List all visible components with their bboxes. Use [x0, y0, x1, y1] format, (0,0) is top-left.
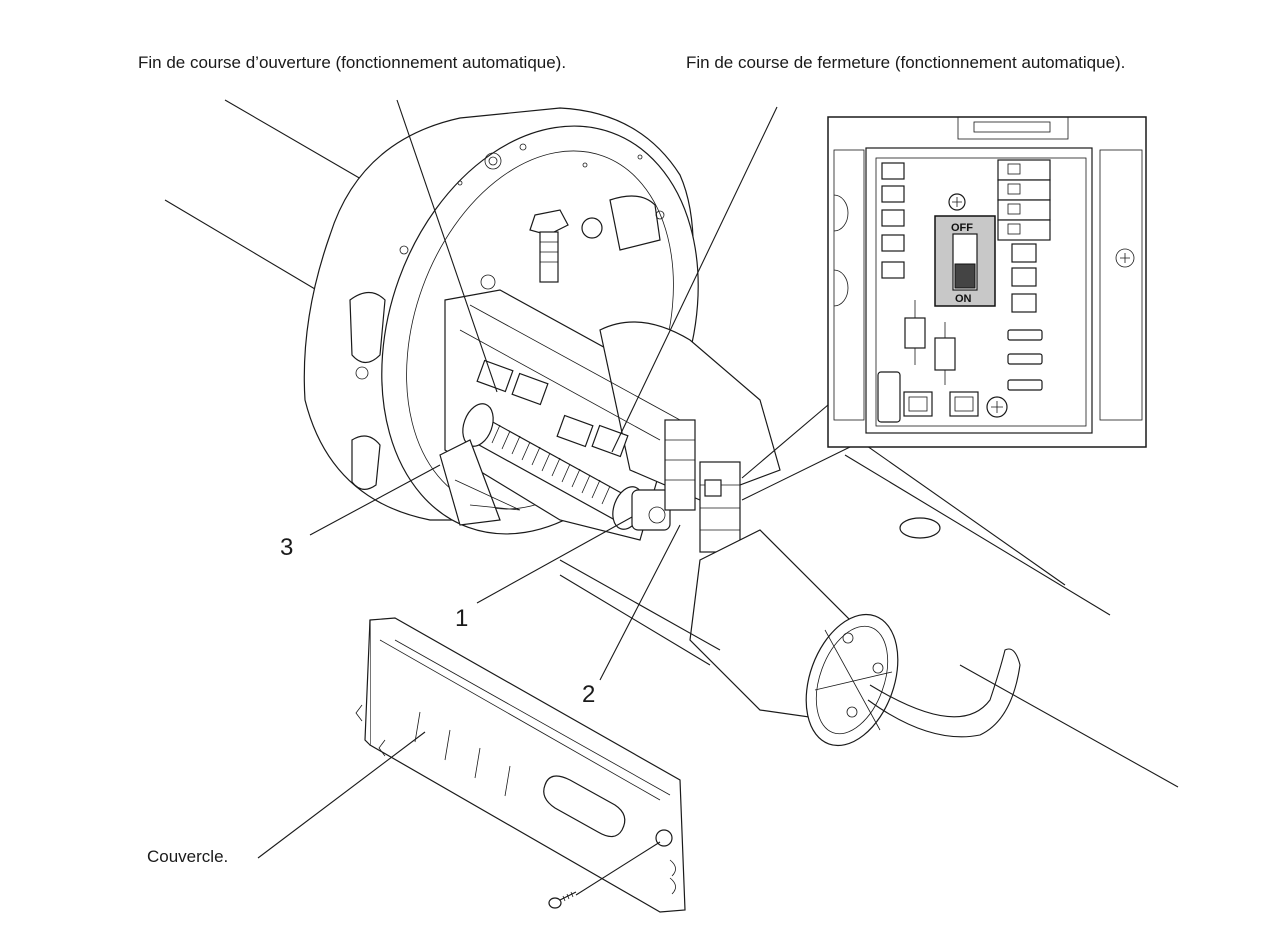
cover-screw: [548, 891, 577, 909]
terminal-block: [664, 419, 741, 553]
threaded-spindle: [462, 403, 671, 531]
leader-lines: [257, 99, 778, 896]
switch-off-label: OFF: [951, 222, 973, 234]
callout-number-2: 2: [582, 681, 595, 708]
close-limit-label: Fin de course de fermeture (fonctionneme…: [686, 53, 1125, 72]
motor-end-cap: [559, 529, 1021, 747]
callout-number-1: 1: [455, 605, 468, 632]
dip-switch-knob: [954, 263, 976, 289]
callout-number-3: 3: [280, 534, 293, 561]
switch-on-label: ON: [955, 293, 972, 305]
cover-part: [355, 617, 686, 913]
dip-switch: OFF ON: [934, 215, 996, 307]
open-limit-label: Fin de course d’ouverture (fonctionnemen…: [138, 53, 566, 72]
limit-switch-assembly: [439, 289, 781, 553]
cover-label: Couvercle.: [147, 847, 228, 866]
switch-detail-inset: OFF ON: [741, 116, 1147, 501]
